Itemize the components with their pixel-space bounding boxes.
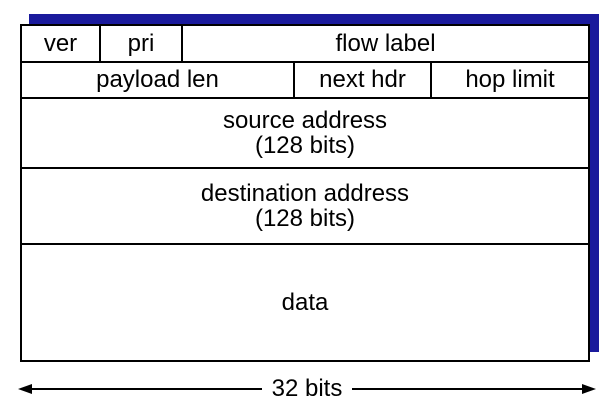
field-pri-label: pri [127, 29, 155, 57]
header-row-destination: destination address (128 bits) [22, 169, 588, 245]
destination-address-size: (128 bits) [254, 205, 356, 232]
destination-address-stack: destination address (128 bits) [200, 179, 410, 232]
header-row-source: source address (128 bits) [22, 99, 588, 169]
width-dimension: 32 bits [18, 374, 596, 404]
field-pri: pri [101, 26, 183, 61]
field-payload-len-label: payload len [96, 66, 219, 94]
source-address-stack: source address (128 bits) [222, 106, 388, 159]
field-source-address: source address (128 bits) [22, 99, 588, 167]
header-row-1: ver pri flow label [22, 26, 588, 63]
field-flow-label-text: flow label [335, 29, 436, 57]
field-next-hdr-label: next hdr [319, 66, 406, 94]
field-hop-limit: hop limit [432, 63, 588, 97]
source-address-label: source address [222, 106, 388, 134]
field-data-label: data [281, 288, 329, 316]
field-destination-address: destination address (128 bits) [22, 169, 588, 243]
field-payload-len: payload len [22, 63, 295, 97]
ipv6-header-diagram: ver pri flow label payload len next hdr … [20, 24, 590, 362]
field-ver-label: ver [43, 29, 78, 57]
field-hop-limit-label: hop limit [465, 66, 555, 94]
field-flow-label: flow label [183, 26, 588, 61]
destination-address-label: destination address [200, 179, 410, 207]
field-data: data [22, 245, 588, 360]
header-row-2: payload len next hdr hop limit [22, 63, 588, 99]
width-label: 32 bits [261, 375, 353, 403]
header-row-data: data [22, 245, 588, 360]
field-ver: ver [22, 26, 101, 61]
width-label-wrap: 32 bits [18, 374, 596, 404]
field-next-hdr: next hdr [295, 63, 432, 97]
source-address-size: (128 bits) [254, 132, 356, 159]
